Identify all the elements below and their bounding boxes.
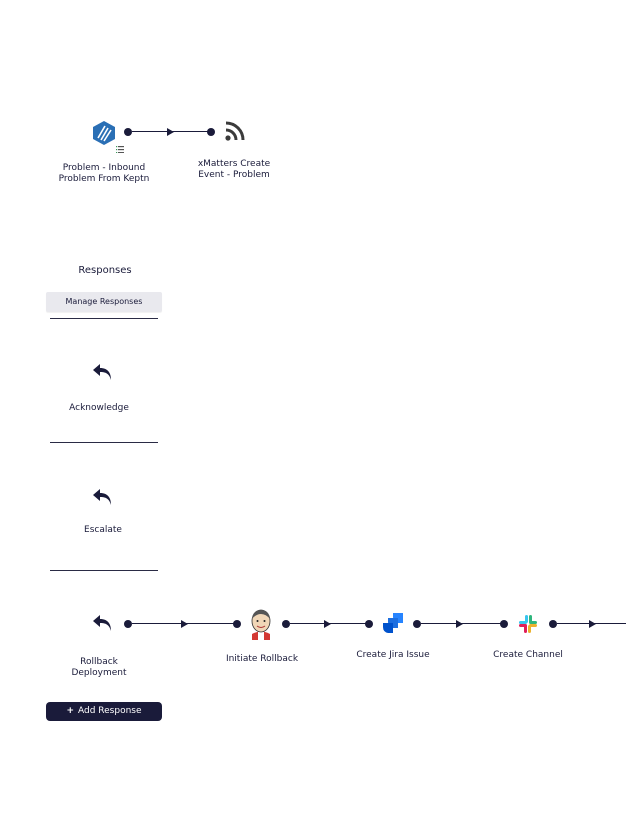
connector-dot[interactable] (207, 128, 215, 136)
manage-responses-button[interactable]: Manage Responses (46, 292, 162, 312)
connector-arrow (324, 620, 331, 628)
responses-heading: Responses (78, 265, 132, 276)
reply-arrow-icon[interactable] (92, 363, 114, 381)
connector-dot[interactable] (124, 620, 132, 628)
plus-icon: + (66, 706, 75, 716)
slack-icon[interactable] (518, 614, 538, 634)
list-badge-icon (116, 146, 124, 153)
reply-arrow-icon[interactable] (92, 614, 114, 632)
add-response-button[interactable]: +Add Response (46, 702, 162, 721)
acknowledge-label: Acknowledge (69, 403, 129, 413)
trigger-label: Problem - Inbound Problem From Keptn (58, 163, 150, 184)
initiate-rollback-label: Initiate Rollback (225, 654, 299, 664)
rss-feed-icon[interactable] (224, 120, 246, 142)
divider (50, 442, 158, 443)
connector-dot[interactable] (500, 620, 508, 628)
connector-dot[interactable] (365, 620, 373, 628)
jenkins-icon[interactable] (249, 608, 273, 640)
connector-dot[interactable] (233, 620, 241, 628)
connector-dot[interactable] (549, 620, 557, 628)
jira-icon[interactable] (382, 612, 404, 634)
create-channel-label: Create Channel (493, 650, 563, 660)
connector-dot[interactable] (282, 620, 290, 628)
escalate-label: Escalate (84, 525, 122, 535)
divider (50, 570, 158, 571)
reply-arrow-icon[interactable] (92, 488, 114, 506)
create-jira-issue-label: Create Jira Issue (356, 650, 430, 660)
connector-dot[interactable] (124, 128, 132, 136)
connector-arrow (456, 620, 463, 628)
connector-arrow (181, 620, 188, 628)
rollback-deployment-label: Rollback Deployment (71, 657, 127, 678)
connector-arrow (589, 620, 596, 628)
add-response-label: Add Response (78, 706, 142, 716)
connector-dot[interactable] (413, 620, 421, 628)
flow-step-label: xMatters Create Event - Problem (197, 159, 271, 180)
keptn-icon[interactable] (92, 120, 116, 146)
divider (50, 318, 158, 319)
connector-arrow (167, 128, 174, 136)
